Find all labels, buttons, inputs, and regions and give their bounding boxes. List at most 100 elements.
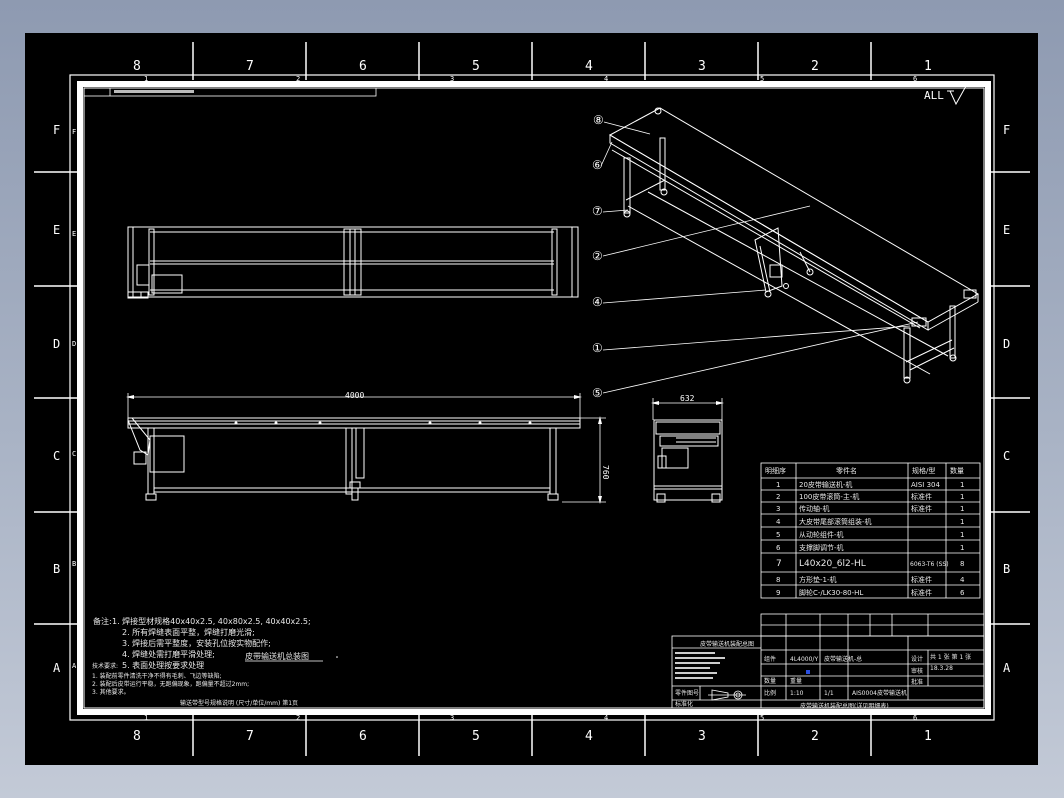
- col-bottom-7: 7: [246, 729, 254, 744]
- bom-name-3: 传动轴-机: [799, 504, 830, 513]
- bom-no-6: 6: [776, 544, 781, 552]
- bom-qty-2: 1: [960, 493, 964, 501]
- col-top-6: 6: [359, 59, 367, 74]
- row-left-C: C: [53, 449, 60, 463]
- cad-viewport[interactable]: 8 7 6 5 4 3 2 1 8 7 6 5 4 3 2 1 1 2 3 4 …: [25, 33, 1038, 765]
- small-num-5: 5: [760, 75, 764, 83]
- bom-name-5: 从动轮组件-机: [799, 530, 844, 539]
- tb-scale: 1:10: [790, 690, 804, 697]
- bom-no-8: 8: [776, 576, 780, 584]
- leader-lines: [600, 121, 919, 394]
- inner-row-C: C: [72, 450, 76, 458]
- small-num-4: 4: [604, 75, 608, 83]
- tb-standard: 标准化: [675, 700, 693, 708]
- col-top-8: 8: [133, 59, 141, 74]
- bom-spec-7: 6063-T6 (SS): [910, 561, 949, 568]
- col-bottom-6: 6: [359, 729, 367, 744]
- small-num-6: 6: [913, 75, 917, 83]
- bom-qty-3: 1: [960, 505, 964, 513]
- note-line-1: 1. 焊接型材规格40x40x2.5, 40x80x2.5, 40x40x2.5…: [112, 616, 311, 626]
- col-bottom-3: 3: [698, 729, 706, 744]
- bom-no-1: 1: [776, 481, 780, 489]
- tb-part-label: 零件图号: [675, 689, 699, 697]
- bom-header-spec: 规格/型: [912, 466, 935, 475]
- note-line-4: 4. 焊缝处需打磨平滑处理;: [122, 649, 215, 659]
- bom-qty-7: 8: [960, 560, 964, 568]
- note-line-2: 2. 所有焊缝表面平整，焊缝打磨光滑;: [122, 627, 255, 637]
- row-left-B: B: [53, 562, 60, 576]
- revision-scribbles: [675, 652, 725, 679]
- inner-row-D: D: [72, 340, 76, 348]
- col-bottom-8: 8: [133, 729, 141, 744]
- balloon-1: ①: [592, 341, 603, 355]
- bom-name-9: 脚轮C-/LK30-80-HL: [799, 588, 863, 597]
- blue-marker: [806, 670, 810, 674]
- balloon-6: ⑥: [592, 158, 603, 172]
- bom-qty-1: 1: [960, 481, 964, 489]
- tb-sheet: 1/1: [824, 690, 834, 697]
- tb-material-label: 组件: [764, 655, 776, 663]
- tb-title: AIS0004皮带输送机: [852, 689, 907, 697]
- side-view: [651, 398, 724, 503]
- balloon-5: ⑤: [592, 386, 603, 400]
- inner-row-E: E: [72, 230, 76, 238]
- col-bottom-4: 4: [585, 729, 593, 744]
- notes-bottom-line: 输送带型号规格说明 (尺寸/单位/mm) 第1页: [180, 699, 298, 707]
- col-top-4: 4: [585, 59, 593, 74]
- bom-header-qty: 数量: [950, 466, 964, 475]
- tb-weight-label: 重量: [790, 677, 802, 685]
- bom-spec-2: 标准件: [911, 492, 932, 501]
- balloon-7: ⑦: [592, 204, 603, 218]
- small-num-b4: 4: [604, 714, 608, 722]
- tb-pages: 共 1 张 第 1 张: [930, 653, 971, 661]
- tb-footer: 皮带输送机装配总图(详见明细表): [800, 702, 889, 710]
- bom-table: [760, 462, 981, 599]
- dim-overall-length: 4000: [345, 391, 364, 400]
- projection-symbol: [708, 689, 746, 701]
- inner-row-B: B: [72, 560, 76, 568]
- tb-scale-label: 比例: [764, 689, 776, 697]
- tb-date: 18.3.28: [930, 665, 953, 672]
- balloon-2: ②: [592, 249, 603, 263]
- small-num-b6: 6: [913, 714, 917, 722]
- center-label: 皮带输送机总装图: [245, 651, 309, 661]
- row-left-F: F: [53, 123, 60, 137]
- inner-row-A: A: [72, 662, 77, 670]
- bom-name-4: 大皮带尾部滚筒组装-机: [799, 517, 872, 526]
- small-num-3: 3: [450, 75, 454, 83]
- svg-text:ALL: ALL: [924, 89, 944, 102]
- small-num-2: 2: [296, 75, 300, 83]
- tb-checker: 审核: [911, 667, 923, 675]
- bom-name-8: 方形垫-1-机: [799, 575, 837, 584]
- balloon-8: ⑧: [593, 113, 604, 127]
- row-right-E: E: [1003, 223, 1010, 237]
- tb-drawing-name: 皮带输送机-总: [824, 655, 862, 663]
- note-line-3: 3. 焊接后需平整度，安装孔位按实物配作;: [122, 638, 271, 648]
- col-top-1: 1: [924, 59, 932, 74]
- tech-header: 技术要求:: [92, 662, 118, 670]
- surface-finish-symbol: ALL: [924, 85, 967, 106]
- small-num-b2: 2: [296, 714, 300, 722]
- tb-approver: 批准: [911, 678, 923, 686]
- row-right-C: C: [1003, 449, 1010, 463]
- bom-no-5: 5: [776, 531, 780, 539]
- row-left-E: E: [53, 223, 60, 237]
- row-right-D: D: [1003, 337, 1010, 351]
- zone-ticks: [34, 42, 1030, 756]
- row-right-A: A: [1003, 661, 1011, 675]
- bom-no-7: 7: [776, 559, 782, 569]
- tech-line-1: 1. 装配前零件清洗干净不得有毛刺、飞边等缺陷;: [92, 672, 222, 680]
- bom-header-name: 零件名: [836, 466, 857, 475]
- bom-qty-8: 4: [960, 576, 965, 584]
- top-view: [127, 226, 579, 299]
- bom-spec-8: 标准件: [911, 575, 932, 584]
- bom-no-4: 4: [776, 518, 781, 526]
- drawing-number-strip: [83, 87, 377, 97]
- row-left-A: A: [53, 661, 61, 675]
- notes-header: 备注:: [93, 616, 112, 626]
- small-num-b1: 1: [144, 714, 148, 722]
- isometric-view: [608, 107, 980, 384]
- dim-height: 760: [601, 465, 610, 480]
- col-top-7: 7: [246, 59, 254, 74]
- bom-qty-4: 1: [960, 518, 964, 526]
